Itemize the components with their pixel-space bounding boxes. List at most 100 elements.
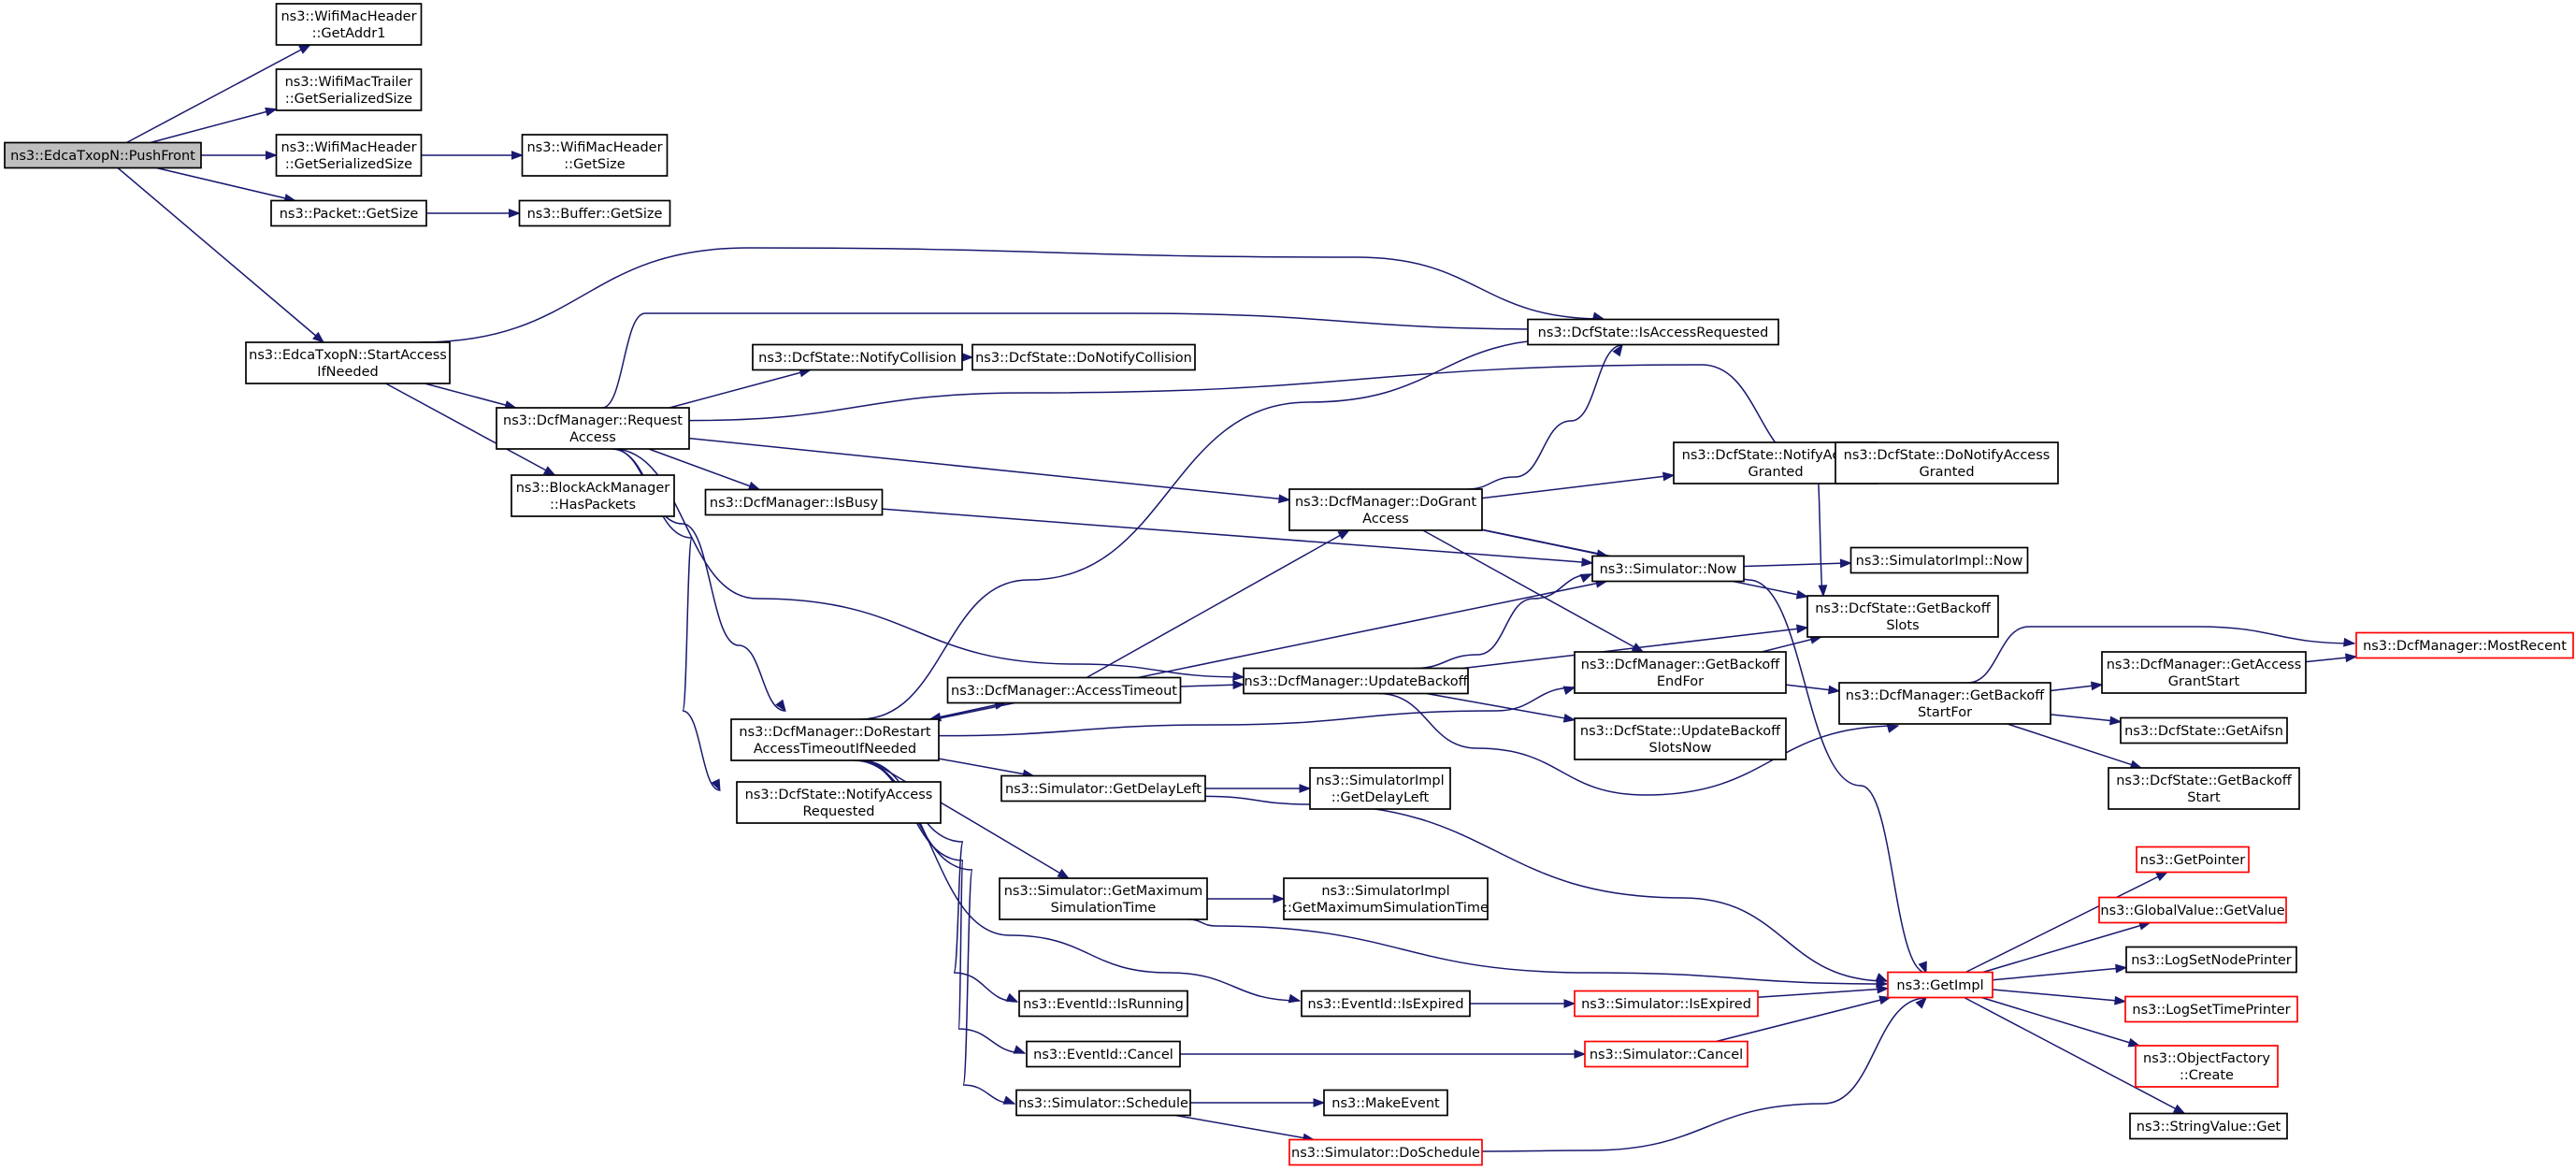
arrowhead-icon — [312, 331, 325, 343]
function-node-isaccessreq[interactable]: ns3::DcfState::IsAccessRequested — [1527, 318, 1779, 346]
node-label: ns3::DcfManager::Request — [503, 413, 683, 428]
node-label: ns3::DcfManager::IsBusy — [710, 496, 879, 511]
node-label: Access — [1362, 512, 1409, 527]
node-label: ns3::Simulator::Schedule — [1018, 1096, 1188, 1111]
arrowhead-icon — [1273, 894, 1286, 904]
function-node-impldelayleft[interactable]: ns3::SimulatorImpl::GetDelayLeft — [1309, 767, 1451, 810]
call-edge — [1188, 918, 1889, 989]
function-node-globalvalue[interactable]: ns3::GlobalValue::GetValue — [2098, 896, 2287, 924]
node-box — [1000, 774, 1206, 802]
function-node-implnow[interactable]: ns3::SimulatorImpl::Now — [1849, 546, 2029, 574]
function-node-header-size[interactable]: ns3::WifiMacHeader::GetSize — [521, 134, 669, 177]
function-node-simisexpired[interactable]: ns3::Simulator::IsExpired — [1574, 990, 1759, 1018]
function-node-mostrecent[interactable]: ns3::DcfManager::MostRecent — [2355, 631, 2574, 659]
function-node-simcancel[interactable]: ns3::Simulator::Cancel — [1584, 1040, 1749, 1068]
edge-line — [2007, 723, 2142, 769]
edge-line — [1422, 529, 1644, 653]
arrowhead-icon — [1002, 1095, 1016, 1105]
function-node-packet-size[interactable]: ns3::Packet::GetSize — [270, 199, 427, 227]
edge-line — [1716, 996, 1891, 1043]
node-label: ns3::WifiMacHeader — [526, 140, 662, 155]
arrowhead-icon — [1313, 1098, 1326, 1107]
arrowhead-icon — [1612, 343, 1623, 357]
arrowhead-icon — [1563, 999, 1576, 1008]
function-node-pushfront[interactable]: ns3::EdcaTxopN::PushFront — [4, 141, 202, 169]
node-label: ns3::StringValue::Get — [2137, 1120, 2281, 1135]
function-node-getpointer[interactable]: ns3::GetPointer — [2136, 846, 2250, 874]
function-node-makeevent[interactable]: ns3::MakeEvent — [1323, 1089, 1448, 1117]
node-label: ns3::DcfState::DoNotifyCollision — [975, 351, 1192, 366]
arrowhead-icon — [1818, 585, 1828, 598]
function-node-isrunning[interactable]: ns3::EventId::IsRunning — [1018, 990, 1188, 1018]
function-node-getaifsn[interactable]: ns3::DcfState::GetAifsn — [2120, 716, 2288, 745]
function-node-stringget[interactable]: ns3::StringValue::Get — [2129, 1112, 2288, 1140]
node-label: ns3::SimulatorImpl — [1316, 773, 1444, 788]
arrowhead-icon — [1278, 494, 1291, 504]
function-node-hasbaps[interactable]: ns3::BlockAckManager::HasPackets — [511, 474, 675, 517]
node-label: Requested — [802, 804, 874, 819]
edge-line — [385, 383, 555, 476]
node-box — [275, 134, 423, 177]
call-edge — [2050, 714, 2123, 726]
function-node-schedule[interactable]: ns3::Simulator::Schedule — [1015, 1089, 1191, 1117]
node-label: ns3::EdcaTxopN::PushFront — [10, 149, 195, 164]
node-label: ::Create — [2180, 1068, 2234, 1083]
node-box — [2120, 716, 2288, 745]
function-node-isexpired[interactable]: ns3::EventId::IsExpired — [1301, 990, 1471, 1018]
function-node-lognode[interactable]: ns3::LogSetNodePrinter — [2125, 946, 2297, 974]
node-label: ns3::Packet::GetSize — [280, 207, 419, 222]
function-node-getaddr1[interactable]: ns3::WifiMacHeader::GetAddr1 — [275, 3, 423, 46]
call-edge — [117, 166, 325, 343]
arrowhead-icon — [1796, 624, 1809, 634]
function-node-cancel[interactable]: ns3::EventId::Cancel — [1026, 1040, 1181, 1068]
call-edge — [1470, 999, 1576, 1008]
call-edge — [1992, 989, 2127, 1005]
function-node-logtime[interactable]: ns3::LogSetTimePrinter — [2124, 995, 2298, 1023]
function-node-simnow[interactable]: ns3::Simulator::Now — [1591, 555, 1745, 583]
node-box — [275, 68, 423, 111]
node-label: ns3::DcfManager::GetBackoff — [1581, 658, 1780, 672]
function-node-doschedule[interactable]: ns3::Simulator::DoSchedule — [1288, 1138, 1483, 1166]
function-node-donotifycoll[interactable]: ns3::DcfState::DoNotifyCollision — [971, 343, 1196, 371]
node-label: ns3::GetPointer — [2140, 853, 2246, 868]
node-label: ns3::WifiMacHeader — [281, 9, 416, 24]
call-edge — [1982, 921, 2151, 974]
node-label: ns3::DcfState::GetBackoff — [2116, 773, 2293, 788]
function-node-getimpl[interactable]: ns3::GetImpl — [1887, 971, 1993, 999]
function-node-dorestart[interactable]: ns3::DcfManager::DoRestartAccessTimeoutI… — [730, 718, 940, 761]
edge-line — [648, 448, 760, 491]
function-node-getdelayleft[interactable]: ns3::Simulator::GetDelayLeft — [1000, 774, 1206, 802]
function-node-notifycoll[interactable]: ns3::DcfState::NotifyCollision — [752, 343, 963, 371]
call-edge — [1785, 684, 1841, 695]
call-edge — [1743, 578, 1927, 975]
node-label: Granted — [1748, 465, 1803, 480]
function-node-getmaxsim[interactable]: ns3::Simulator::GetMaximumSimulationTime — [999, 877, 1208, 920]
arrowhead-icon — [1915, 996, 1927, 1009]
node-box — [1584, 1040, 1749, 1068]
function-node-updatebackoff[interactable]: ns3::DcfManager::UpdateBackoff — [1243, 667, 1469, 695]
function-node-objfactory[interactable]: ns3::ObjectFactory::Create — [2135, 1045, 2279, 1088]
call-edge — [426, 209, 521, 218]
function-node-isbusy[interactable]: ns3::DcfManager::IsBusy — [704, 488, 884, 516]
arrowhead-icon — [1828, 685, 1841, 695]
function-node-accesstimeout[interactable]: ns3::DcfManager::AccessTimeout — [946, 676, 1182, 704]
function-node-trailer-ser[interactable]: ns3::WifiMacTrailer::GetSerializedSize — [275, 68, 423, 111]
function-node-header-ser[interactable]: ns3::WifiMacHeader::GetSerializedSize — [275, 134, 423, 177]
function-node-implmaxsim[interactable]: ns3::SimulatorImpl::GetMaximumSimulation… — [1283, 877, 1489, 920]
call-edge — [156, 166, 297, 203]
function-node-buffer-size[interactable]: ns3::Buffer::GetSize — [518, 199, 671, 227]
node-box — [971, 343, 1196, 371]
node-label: ns3::GlobalValue::GetValue — [2100, 904, 2284, 918]
node-label: ns3::DcfState::GetAifsn — [2124, 724, 2283, 739]
